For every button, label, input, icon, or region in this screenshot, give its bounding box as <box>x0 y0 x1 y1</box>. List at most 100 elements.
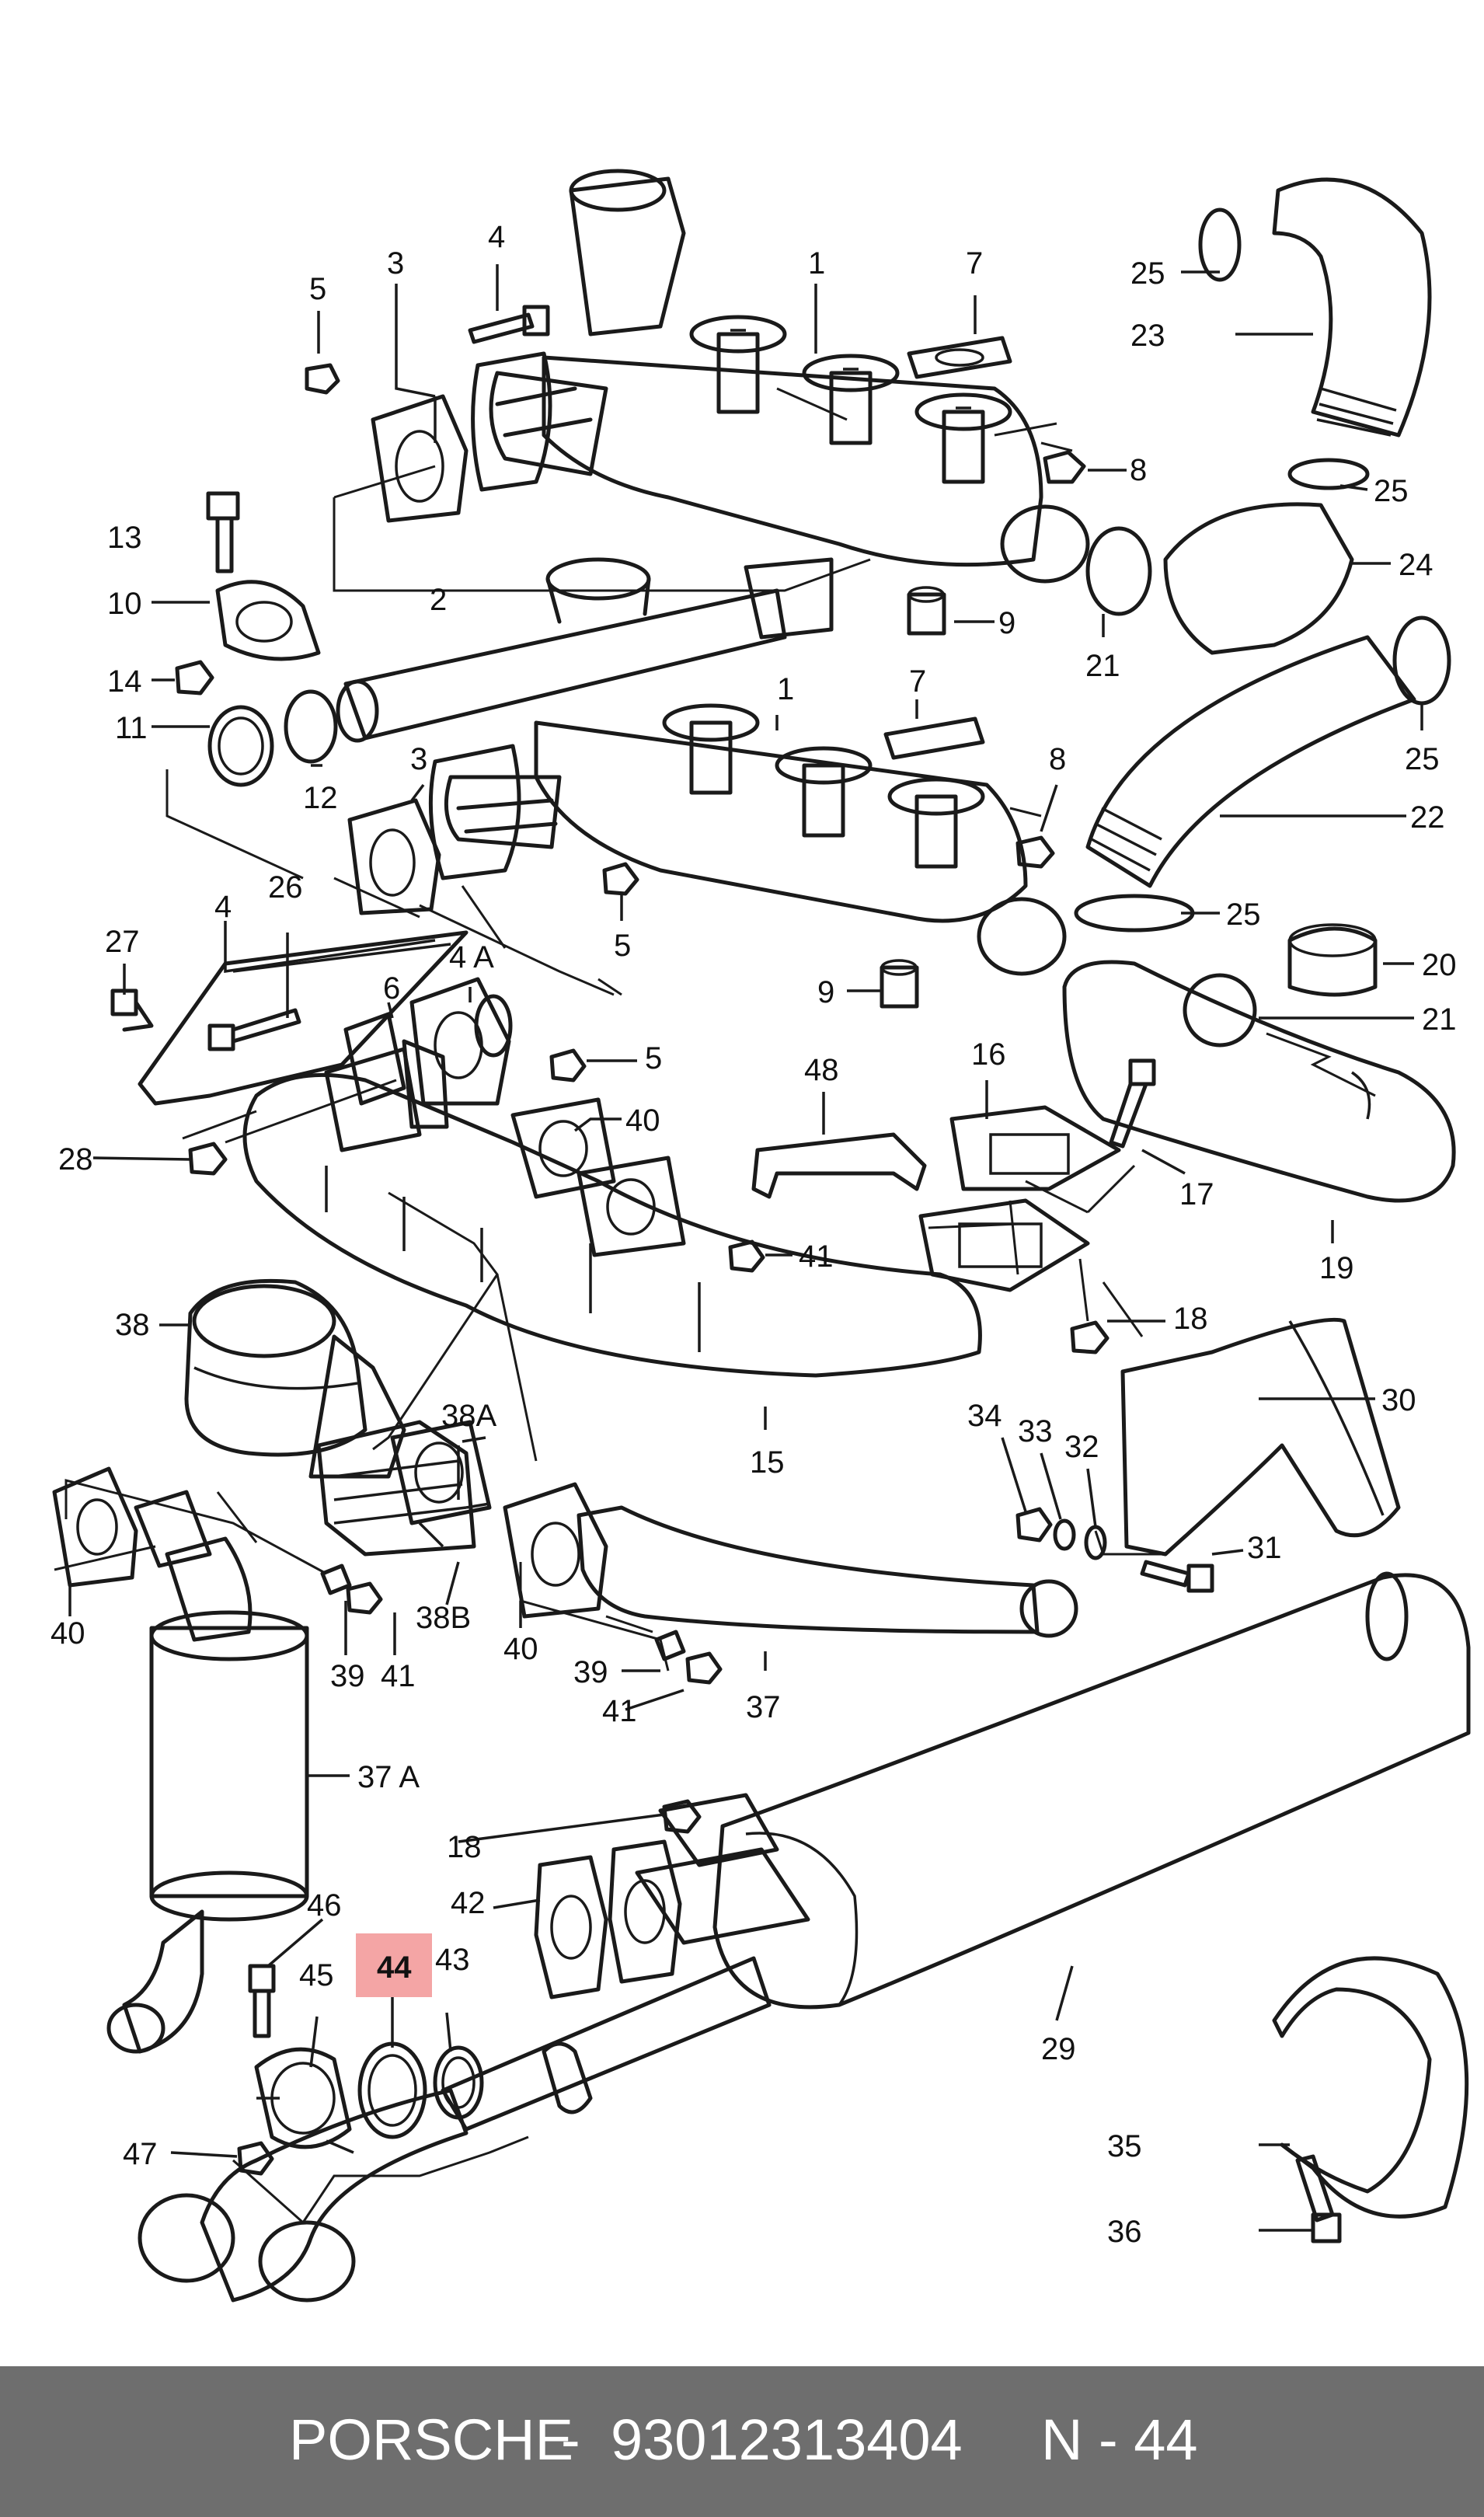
nut-41-mid <box>685 1651 723 1685</box>
callout-36: 36 <box>1107 2215 1142 2249</box>
callout-48: 48 <box>804 1053 839 1087</box>
tailpipe-29 <box>138 1793 810 2303</box>
callout-8: 8 <box>1049 742 1066 776</box>
spacer-9-upper <box>907 586 946 636</box>
flange-38B <box>390 1420 492 1525</box>
callout-7: 7 <box>909 664 926 699</box>
callout-38A: 38A <box>441 1399 496 1433</box>
callout-27: 27 <box>105 925 140 959</box>
callout-38: 38 <box>115 1308 150 1342</box>
gasket-6 <box>343 1012 406 1106</box>
heat-exchanger-upper <box>471 169 1090 584</box>
bolt-27 <box>110 988 154 1032</box>
callout-39: 39 <box>330 1659 365 1693</box>
callout-21: 21 <box>1085 649 1120 683</box>
bolt-46 <box>248 1964 276 2038</box>
heat-exchanger-lower <box>428 703 1067 976</box>
bolt-13 <box>206 491 240 573</box>
callout-18: 18 <box>447 1830 482 1864</box>
callout-34: 34 <box>967 1399 1002 1433</box>
gasket-3-lower <box>347 798 441 915</box>
callout-30: 30 <box>1381 1383 1416 1417</box>
callout-25: 25 <box>1374 474 1409 508</box>
bolt-17 <box>1109 1058 1156 1149</box>
callout-1: 1 <box>808 246 825 281</box>
nut-18-upper <box>1070 1320 1110 1354</box>
callout-42: 42 <box>451 1886 486 1920</box>
pipe-37 <box>577 1505 1078 1638</box>
callout-16: 16 <box>971 1037 1006 1072</box>
nut-8-lower <box>1015 835 1055 869</box>
callout-24: 24 <box>1399 548 1433 582</box>
callout-9: 9 <box>817 975 834 1009</box>
callout-37: 37 <box>746 1690 781 1724</box>
callout-41: 41 <box>799 1239 834 1274</box>
washer-39-mid <box>654 1630 686 1661</box>
callout-40: 40 <box>503 1632 538 1666</box>
callout-5: 5 <box>614 929 631 963</box>
highlight-box <box>356 1933 432 1997</box>
gasket-16 <box>949 1105 1121 1191</box>
callout-41: 41 <box>381 1659 416 1693</box>
washer-33 <box>1053 1518 1076 1551</box>
callout-40: 40 <box>625 1103 660 1138</box>
brand-label: PORSCHE <box>289 2407 573 2472</box>
hose-24 <box>1163 502 1354 655</box>
callout-3: 3 <box>387 246 404 281</box>
gasket-42-b <box>608 1839 682 1984</box>
gasket-3-upper <box>371 394 469 523</box>
separator: - <box>561 2407 580 2472</box>
callout-14: 14 <box>107 664 142 699</box>
clamp-45 <box>254 2047 354 2154</box>
callout-46: 46 <box>307 1888 342 1923</box>
flange-40-upper-b <box>577 1156 686 1257</box>
callout-10: 10 <box>107 587 142 621</box>
hose-clamp-21-upper <box>1085 526 1152 616</box>
callout-4: 4 <box>214 890 232 924</box>
callout-13: 13 <box>107 521 142 555</box>
part-info-footer: PORSCHE - 93012313404 N - 44 <box>0 2366 1484 2517</box>
pipe-2 <box>336 557 834 743</box>
seal-ring-11 <box>207 705 274 787</box>
callout-31: 31 <box>1247 1531 1282 1565</box>
callout-28: 28 <box>58 1142 93 1177</box>
spacer-9-lower <box>880 959 919 1009</box>
callout-12: 12 <box>303 781 338 815</box>
callout-20: 20 <box>1422 948 1457 982</box>
muffler-29 <box>712 1571 1471 2010</box>
hose-23 <box>1272 177 1432 438</box>
nut-5-upper <box>305 363 340 395</box>
flange-40-upper-a <box>510 1097 616 1199</box>
exhaust-parts-diagram: 5 3 4 1 7 8 9 25 23 25 24 21 25 22 25 20… <box>51 169 1471 2303</box>
flange-gasket-7-upper <box>907 336 1012 379</box>
callout-18: 18 <box>1173 1302 1208 1336</box>
callout-39: 39 <box>573 1655 608 1689</box>
flange-4A <box>409 977 513 1106</box>
studs-38 <box>418 1436 490 1548</box>
callout-37A: 37 A <box>357 1760 420 1794</box>
flange-gasket-7-lower <box>883 716 985 760</box>
callout-19: 19 <box>1319 1251 1354 1285</box>
nut-28 <box>188 1142 228 1176</box>
leader-lines <box>68 264 1423 2232</box>
callout-17: 17 <box>1179 1177 1214 1211</box>
flange-40-left <box>52 1466 138 1588</box>
callout-25: 25 <box>1130 256 1165 291</box>
callout-4A: 4 A <box>449 940 494 974</box>
callout-41: 41 <box>602 1694 637 1728</box>
callout-26: 26 <box>268 870 303 905</box>
nut-5-lower <box>602 862 639 896</box>
seal-ring-44 <box>357 2041 427 2139</box>
callout-7: 7 <box>966 246 983 281</box>
hose-19 <box>1062 960 1456 1203</box>
callout-43: 43 <box>435 1943 470 1977</box>
callout-3: 3 <box>410 742 427 776</box>
filter-canister-38 <box>184 1278 406 1479</box>
seal-ring-43 <box>433 2045 484 2120</box>
muffler-37A <box>106 1536 309 2054</box>
diagram-reference: N - 44 <box>1041 2407 1198 2472</box>
bracket-48 <box>751 1132 927 1199</box>
callout-8: 8 <box>1130 453 1147 487</box>
washer-39-left <box>320 1564 352 1595</box>
callout-25: 25 <box>1405 742 1440 776</box>
